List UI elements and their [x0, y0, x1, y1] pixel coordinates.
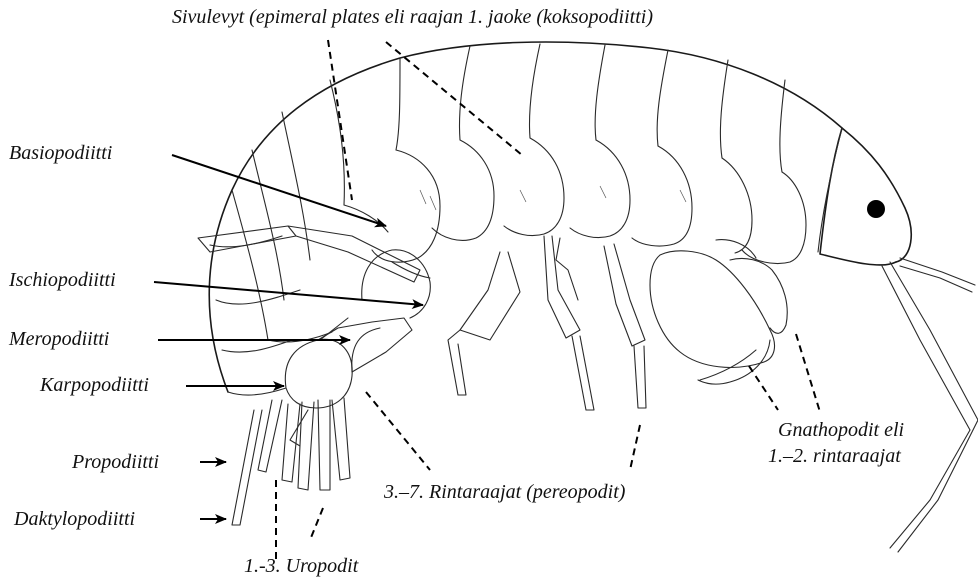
- antennae: [882, 258, 978, 552]
- epimeral-pointer-1: [328, 40, 352, 200]
- label-karpopodiitti: Karpopodiitti: [39, 374, 149, 396]
- label-gnathopodit-line2: 1.–2. rintaraajat: [768, 445, 901, 467]
- eye: [867, 200, 885, 218]
- label-propodiitti: Propodiitti: [71, 451, 159, 473]
- uropodit-pointer-2: [310, 508, 323, 540]
- uropods: [232, 398, 350, 525]
- body-texture: [420, 186, 686, 210]
- gnathopodit-pointer-1: [749, 366, 778, 410]
- label-daktylopodiitti: Daktylopodiitti: [13, 508, 135, 530]
- ischiopodiitti-arrow: [154, 282, 423, 305]
- rintaraajat-pointer-1: [366, 392, 430, 470]
- basiopodiitti-arrow: [172, 155, 386, 226]
- label-basiopodiitti: Basiopodiitti: [9, 142, 112, 164]
- head-outline: [820, 128, 896, 265]
- label-gnathopodit-line1: Gnathopodit eli: [778, 419, 904, 441]
- gnathopodit-pointer-2: [796, 334, 820, 412]
- labels: Sivulevyt (epimeral plates eli raajan 1.…: [8, 6, 904, 577]
- label-uropodit: 1.-3. Uropodit: [244, 555, 359, 577]
- amphipod-illustration: [198, 42, 978, 552]
- rear-pereopod: [198, 226, 430, 372]
- label-epimeral: Sivulevyt (epimeral plates eli raajan 1.…: [172, 6, 653, 28]
- walking-legs: [448, 236, 646, 410]
- label-meropodiitti: Meropodiitti: [8, 328, 109, 350]
- pleon-segments: [228, 332, 352, 408]
- gnathopods: [650, 240, 787, 385]
- epimeral-pointer-2: [386, 42, 522, 155]
- label-rintaraajat: 3.–7. Rintaraajat (pereopodit): [383, 481, 626, 503]
- label-ischiopodiitti: Ischiopodiitti: [8, 269, 116, 291]
- coxal-plates: [344, 138, 806, 278]
- rintaraajat-pointer-2: [630, 425, 640, 470]
